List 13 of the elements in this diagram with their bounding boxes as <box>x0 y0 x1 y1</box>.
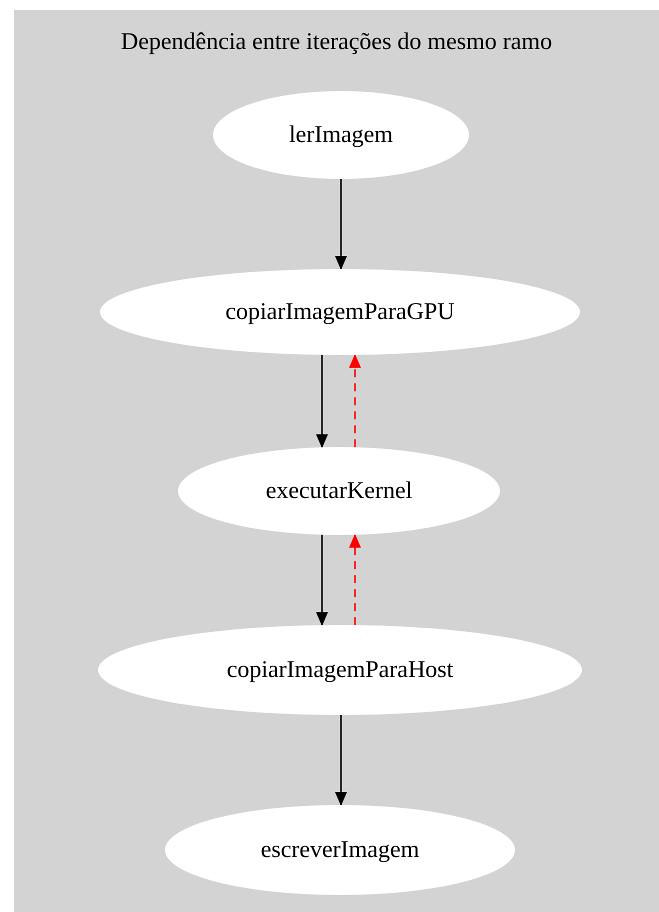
process-ellipse: copiarImagemParaHost <box>98 625 582 715</box>
arrow <box>335 715 347 806</box>
arrow <box>316 534 328 626</box>
arrow <box>349 354 361 448</box>
arrow <box>349 534 361 626</box>
arrow <box>316 354 328 448</box>
process-ellipse: escreverImagem <box>165 805 515 895</box>
arrow <box>335 179 347 270</box>
process-ellipse: lerImagem <box>213 91 469 179</box>
process-ellipse: executarKernel <box>178 447 500 535</box>
process-ellipse: copiarImagemParaGPU <box>100 269 580 355</box>
cluster-panel <box>14 10 659 912</box>
cluster-title: Dependência entre iterações do mesmo ramo <box>120 28 554 57</box>
